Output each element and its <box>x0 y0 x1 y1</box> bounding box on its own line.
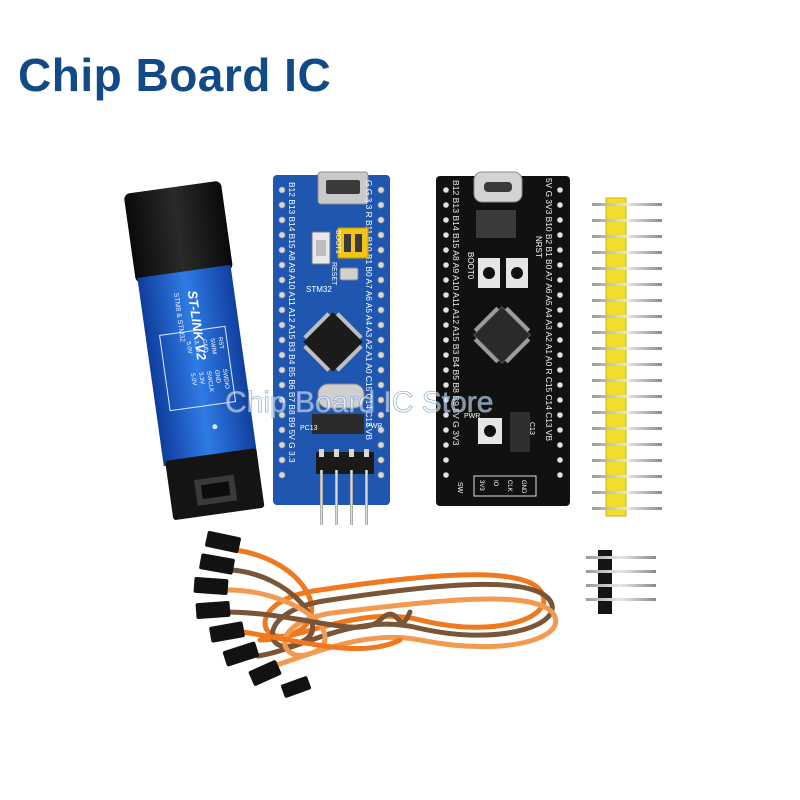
yellow-pin-header <box>592 197 662 517</box>
black-pill-board: B12 B13 B14 B15 A8 A9 A10 A11 A12 A15 B3… <box>436 171 570 506</box>
stlink-pin-left: 3.3V <box>193 340 201 353</box>
stlink-pin-right: SWDIO <box>221 368 230 389</box>
black-board-boot-label: BOOT0 <box>466 252 475 280</box>
stlink-pin-left: RST <box>216 337 224 350</box>
black-board-c13-label: C13 <box>528 422 535 435</box>
stlink-pin-labels: RST SWIM GND 3.3V 5.0V SWDIO GND SWCLK 3… <box>185 337 230 393</box>
black-board-swd-label: CLK <box>506 480 512 492</box>
blue-board-pin-holes <box>278 186 385 479</box>
small-pin-header <box>586 550 656 614</box>
blue-board-reset-label: RESET <box>330 262 337 286</box>
black-board-pwr-label: PWR <box>464 413 480 420</box>
blue-board-pwr-label: PWR <box>366 423 382 430</box>
black-board-right-pins: 5V G 3V3 B10 B2 B1 B0 A7 A6 A5 A4 A3 A2 … <box>544 178 554 441</box>
watermark: Chip Board IC Store <box>225 386 493 419</box>
black-board-pin-holes <box>443 187 563 478</box>
black-board-swd-label: GND <box>520 480 526 494</box>
blue-board-mcu <box>303 312 363 372</box>
blue-board-chip-label: STM32 <box>306 285 332 294</box>
blue-pill-board: B12 B13 B14 B15 A8 A9 A10 A11 A12 A15 B3… <box>273 171 390 525</box>
blue-board-left-pins: B12 B13 B14 B15 A8 A9 A10 A11 A12 A15 B3… <box>287 182 297 463</box>
black-board-mcu <box>473 306 531 364</box>
blue-board-pc13-label: PC13 <box>300 425 318 432</box>
jumper-wires <box>221 547 559 675</box>
stlink-pin-right: GND <box>213 370 221 385</box>
stlink-pin-right: 5.0V <box>189 373 197 386</box>
stlink-pin-right: SWCLK <box>205 371 214 393</box>
stlink-pin-right: 3.3V <box>197 372 205 385</box>
page-title: Chip Board IC <box>18 49 332 101</box>
stlink-programmer: ST-LINK V2 STM8 & STM32 RST SWIM GND 3.3… <box>124 181 265 520</box>
dupont-connectors <box>193 531 311 698</box>
blue-board-boot-label: BOOT1 <box>334 230 341 254</box>
stlink-pin-left: 5.0V <box>185 341 193 354</box>
black-board-left-pins: B12 B13 B14 B15 A8 A9 A10 A11 A12 A15 B3… <box>451 180 461 446</box>
black-board-swd-labels: 3V3 IO CLK GND <box>478 480 526 494</box>
black-board-swd-label: 3V3 <box>478 480 484 491</box>
stlink-pin-left: GND <box>201 339 209 354</box>
black-board-sw-label: SW <box>456 482 463 494</box>
black-board-nrst-label: NRST <box>534 236 543 258</box>
black-board-swd-label: IO <box>492 480 498 487</box>
blue-board-right-pins: G G 3.3 R B11 B10 B1 B0 A7 A6 A5 A4 A3 A… <box>364 180 374 441</box>
stlink-pin-left: SWIM <box>209 338 217 355</box>
